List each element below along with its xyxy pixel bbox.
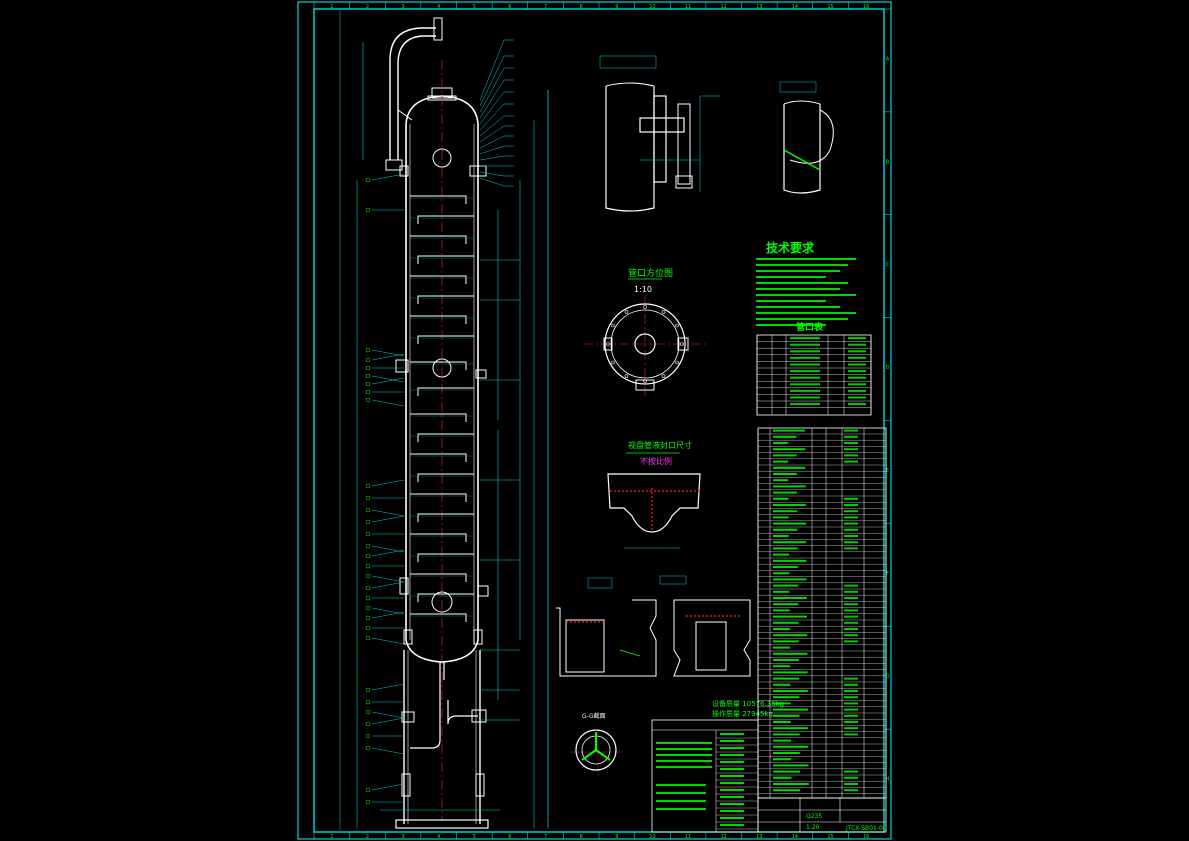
tray-plate — [417, 513, 474, 522]
nozzle-table-title: 管口表 — [796, 321, 824, 333]
grid-number-top: 13 — [756, 4, 762, 10]
grid-letter-side: H — [886, 777, 890, 783]
grid-number-bottom: 11 — [685, 834, 691, 840]
grid-number-bottom: 16 — [863, 834, 869, 840]
tech-requirements-title: 技术要求 — [766, 240, 815, 255]
tray-plate — [410, 613, 467, 622]
drawing-frame — [313, 8, 885, 833]
grid-number-bottom: 12 — [721, 834, 727, 840]
nozzle-orientation-view: 管口方位图 1:10 — [583, 267, 706, 396]
title-block-material: Q235 — [806, 813, 822, 820]
grid-number-bottom: 9 — [615, 834, 618, 840]
weld-detail-note: 不按比例 — [640, 456, 672, 466]
tray-plate — [410, 235, 467, 244]
column-main-view — [339, 10, 549, 830]
grid-letter-side: D — [886, 365, 890, 371]
grid-number-top: 5 — [473, 4, 476, 10]
grid-number-bottom: 14 — [792, 834, 798, 840]
tray-plate — [417, 553, 474, 562]
weld-detail-title: 视盘管液封口尺寸 — [628, 440, 692, 450]
grid-letter-side: G — [886, 674, 890, 680]
tray-plate — [410, 453, 467, 462]
weld-detail-view: 视盘管液封口尺寸 不按比例 — [607, 440, 701, 549]
nozzle-orientation-title: 管口方位图 — [628, 267, 673, 279]
tray-plate — [417, 433, 474, 442]
grid-number-top: 4 — [437, 4, 440, 10]
tray-plate — [417, 255, 474, 264]
grid-number-top: 15 — [827, 4, 833, 10]
tray-plate — [410, 493, 467, 502]
weight-empty: 设备质量 10576.36kg — [712, 699, 784, 708]
grid-number-top: 14 — [792, 4, 798, 10]
tray-plate — [410, 275, 467, 284]
tray-plate — [410, 533, 467, 542]
grid-number-bottom: 13 — [756, 834, 762, 840]
grid-number-top: 11 — [685, 4, 691, 10]
grid-number-top: 12 — [721, 4, 727, 10]
grid-number-bottom: 1 — [330, 834, 333, 840]
technical-requirements: 技术要求 — [756, 240, 856, 326]
tray-plate — [417, 593, 474, 602]
section-label: G-G截面 — [582, 712, 606, 720]
tray-plate — [410, 573, 467, 582]
tray-plate — [410, 315, 467, 324]
tray-plate — [410, 195, 467, 204]
title-block: Q235 1:20 JTCX-SB01-00 — [757, 797, 887, 833]
grid-number-bottom: 3 — [401, 834, 404, 840]
grid-number-top: 9 — [615, 4, 618, 10]
nozzle-orientation-scale: 1:10 — [634, 285, 652, 294]
tray-plate — [417, 335, 474, 344]
tray-plate — [417, 387, 474, 396]
grid-letter-side: F — [886, 571, 889, 577]
tray-plate — [410, 413, 467, 422]
grid-number-bottom: 6 — [508, 834, 511, 840]
title-block-scale: 1:20 — [806, 824, 820, 831]
tray-plate — [417, 215, 474, 224]
title-block-drawing-no: JTCX-SB01-00 — [845, 825, 887, 832]
detail-nozzle-section — [599, 55, 720, 212]
grid-number-top: 16 — [863, 4, 869, 10]
design-data-block — [651, 719, 759, 833]
grid-number-top: 2 — [366, 4, 369, 10]
grid-letter-side: A — [886, 56, 890, 62]
section-gg-view: G-G截面 — [570, 712, 626, 776]
tray-plate — [417, 473, 474, 482]
grid-number-bottom: 10 — [649, 834, 655, 840]
tray-plate — [417, 295, 474, 304]
grid-letter-side: B — [886, 159, 890, 165]
grid-reference-side: A B C D E F G H — [884, 8, 891, 783]
grid-number-bottom: 2 — [366, 834, 369, 840]
support-detail-views — [556, 575, 751, 677]
nozzle-table: 管口表 — [756, 321, 872, 416]
grid-number-bottom: 15 — [827, 834, 833, 840]
grid-number-top: 6 — [508, 4, 511, 10]
grid-number-top: 10 — [649, 4, 655, 10]
grid-number-bottom: 7 — [544, 834, 547, 840]
grid-number-bottom: 5 — [473, 834, 476, 840]
grid-number-top: 1 — [330, 4, 333, 10]
grid-letter-side: E — [886, 468, 889, 474]
equipment-weights: 设备质量 10576.36kg 操作质量 27945kg — [712, 699, 784, 718]
grid-number-top: 3 — [401, 4, 404, 10]
grid-number-top: 7 — [544, 4, 547, 10]
detail-weld-elbow — [779, 81, 834, 194]
grid-number-bottom: 8 — [580, 834, 583, 840]
grid-number-bottom: 4 — [437, 834, 440, 840]
tray-plate — [410, 361, 467, 370]
grid-number-top: 8 — [580, 4, 583, 10]
weight-operating: 操作质量 27945kg — [712, 709, 773, 718]
parts-list-table — [757, 427, 887, 799]
grid-letter-side: C — [886, 262, 890, 268]
